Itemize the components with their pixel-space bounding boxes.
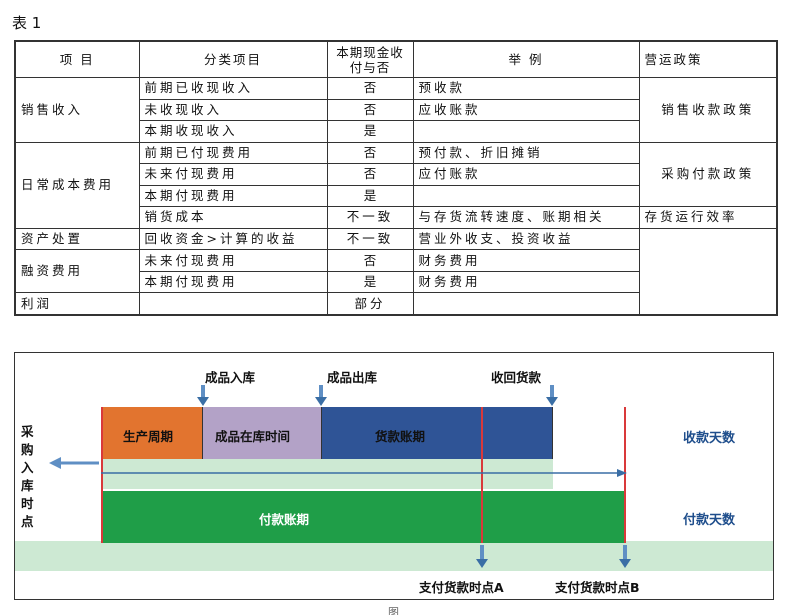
cell-example: 预付款、折旧摊销 [412, 141, 640, 165]
cell-sub: 本期付现费用 [138, 184, 328, 208]
finished-in-arrow-icon [197, 397, 209, 406]
policy-empty [638, 227, 778, 316]
group-sales: 销售收入 [14, 77, 140, 143]
payment-days-label: 付款天数 [683, 513, 736, 528]
receivable-block [321, 407, 553, 459]
production-block [101, 407, 203, 459]
finished-out-label: 成品出库 [327, 370, 378, 385]
right-arrow-icon [617, 469, 627, 477]
finished-in-arrow-stem [201, 385, 205, 397]
cell-sub: 未来付现费用 [138, 163, 328, 186]
table-row: 销货成本 不一致 与存货流转速度、账期相关 存货运行效率 [15, 206, 778, 229]
header-policy: 营运政策 [638, 40, 778, 78]
cell-example: 营业外收支、投资收益 [412, 227, 640, 251]
cell-example: 与存货流转速度、账期相关 [412, 206, 640, 229]
cell-sub: 前期已付现费用 [138, 141, 328, 165]
left-arrow-icon [49, 457, 61, 469]
cell-example: 财务费用 [412, 270, 640, 294]
header-cash: 本期现金收付与否 [326, 40, 414, 78]
cell-example: 财务费用 [412, 249, 640, 272]
cell-sub [138, 292, 328, 316]
storage-label: 成品在库时间 [215, 429, 291, 444]
pay-b-label: 支付货款时点B [555, 580, 640, 595]
policy-inventory: 存货运行效率 [638, 206, 778, 229]
cell-sub: 销货成本 [138, 206, 328, 229]
table-row: 本期收现收入 是 [15, 120, 777, 143]
payable-block [101, 491, 625, 543]
collect-arrow-stem [550, 385, 554, 397]
cell-cash: 不一致 [326, 206, 414, 229]
payable-label: 付款账期 [259, 512, 310, 527]
payment-band [15, 541, 773, 571]
group-asset: 资产处置 [14, 227, 140, 251]
production-label: 生产周期 [123, 429, 174, 444]
finished-in-label: 成品入库 [205, 370, 256, 385]
collect-arrow-icon [546, 397, 558, 406]
table-header-row: 项 目 分类项目 本期现金收付与否 举 例 营运政策 [14, 40, 778, 78]
pay-b-line [624, 407, 626, 543]
cell-cash: 否 [326, 163, 414, 186]
table-row: 本期付现费用 是 财务费用 [15, 270, 777, 294]
cell-cash: 是 [326, 270, 414, 294]
table-row: 资产处置 回收资金>计算的收益 不一致 营业外收支、投资收益 [14, 227, 778, 316]
finished-out-arrow-stem [319, 385, 323, 397]
collect-label: 收回货款 [491, 370, 542, 385]
cell-example [412, 184, 640, 208]
table-row: 未来付现费用 否 应付账款 [15, 163, 777, 186]
cell-example [412, 120, 640, 143]
cell-sub: 本期收现收入 [138, 120, 328, 143]
pay-a-label: 支付货款时点A [419, 580, 504, 595]
table-row: 利润 部分 [14, 292, 777, 316]
table-row: 销售收入 前期已收现收入 否 预收款 销售收款政策 [14, 77, 778, 143]
boundary-line [202, 407, 203, 459]
cell-cash: 否 [326, 77, 414, 100]
pay-b-arrow-stem [623, 545, 627, 559]
storage-block [203, 407, 321, 459]
policy-purchase: 采购付款政策 [638, 141, 778, 208]
pay-a-line [481, 407, 483, 543]
cash-cycle-diagram: 生产周期 成品在库时间 货款账期 付款账期 成品入库 成品出库 收回货款 采购入… [14, 352, 774, 600]
cell-cash: 否 [326, 98, 414, 122]
finished-out-arrow-icon [315, 397, 327, 406]
receivable-label: 货款账期 [375, 429, 426, 444]
collection-days-label: 收款天数 [683, 431, 736, 446]
boundary-line [321, 407, 322, 459]
policy-sales: 销售收款政策 [638, 77, 778, 143]
cell-example: 应付账款 [412, 163, 640, 186]
cell-sub: 回收资金>计算的收益 [138, 227, 328, 251]
cell-example [412, 292, 640, 316]
cell-cash: 是 [326, 184, 414, 208]
boundary-line [552, 407, 553, 459]
group-costs: 日常成本费用 [14, 141, 140, 229]
cell-sub: 未收现收入 [138, 98, 328, 122]
group-profit: 利润 [14, 292, 140, 316]
header-item: 项 目 [14, 40, 140, 78]
cell-cash: 不一致 [326, 227, 414, 251]
cell-cash: 否 [326, 141, 414, 165]
pay-b-arrow-icon [619, 559, 631, 568]
table-row: 融资费用 未来付现费用 否 财务费用 [14, 249, 777, 294]
purchase-time-label: 采购入库时点 [21, 424, 34, 529]
group-finance: 融资费用 [14, 249, 140, 294]
cell-sub: 未来付现费用 [138, 249, 328, 272]
table-row: 日常成本费用 前期已付现费用 否 预付款、折旧摊销 采购付款政策 [14, 141, 778, 229]
pay-a-arrow-icon [476, 559, 488, 568]
figure-mark: 图 [388, 606, 399, 615]
arrow-overlay [49, 457, 627, 477]
header-category: 分类项目 [138, 40, 328, 78]
cell-sub: 前期已收现收入 [138, 77, 328, 100]
cell-cash: 否 [326, 249, 414, 272]
table-caption: 表 1 [12, 14, 42, 32]
header-example: 举 例 [412, 40, 640, 78]
cell-example: 预收款 [412, 77, 640, 100]
cell-cash: 部分 [326, 292, 414, 316]
cell-cash: 是 [326, 120, 414, 143]
cell-sub: 本期付现费用 [138, 270, 328, 294]
pay-a-arrow-stem [480, 545, 484, 559]
data-table: 项 目 分类项目 本期现金收付与否 举 例 营运政策 销售收入 前期已收现收入 … [14, 40, 778, 316]
purchase-time-line [101, 407, 103, 543]
cell-example: 应收账款 [412, 98, 640, 122]
